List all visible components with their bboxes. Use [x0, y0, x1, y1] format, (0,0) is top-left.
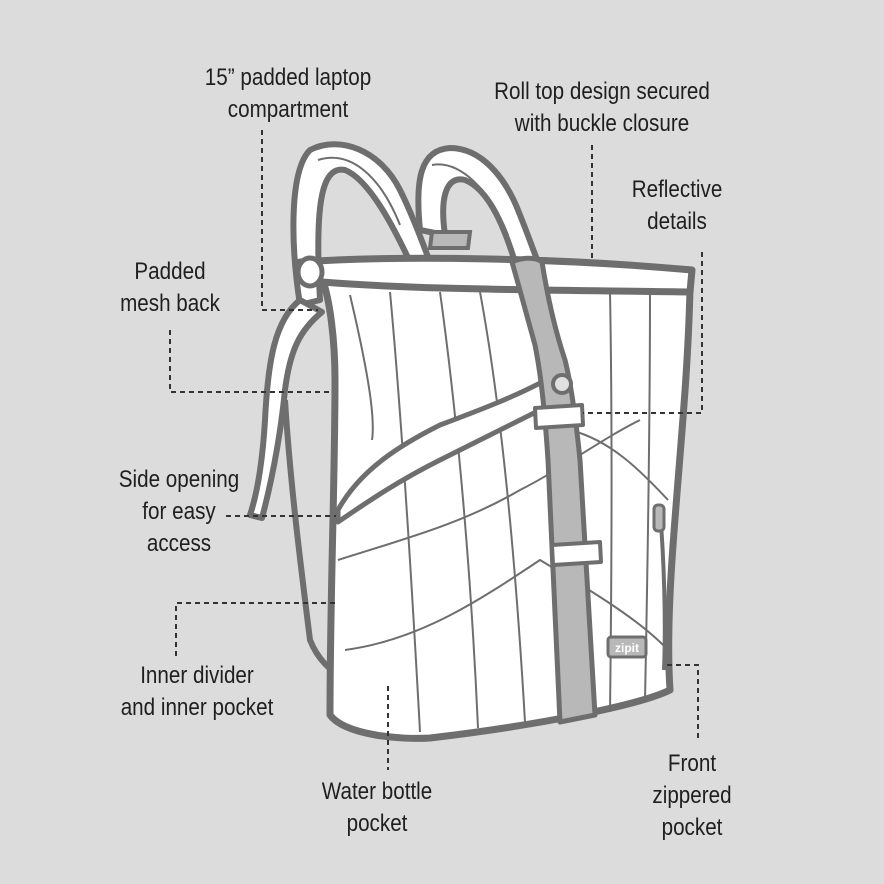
- brand-tag-text: zipit: [615, 641, 639, 655]
- back-panel-edge: [282, 399, 347, 683]
- callout-laptop-line2: compartment: [227, 96, 349, 123]
- callout-mesh-line2: mesh back: [120, 290, 220, 317]
- callout-reflective-line2: details: [647, 208, 707, 235]
- callout-reflective-details: Reflective details: [611, 174, 743, 238]
- strap-buckle: [427, 230, 473, 250]
- roll-top-end: [295, 255, 325, 289]
- left-shoulder-strap: [290, 141, 433, 308]
- callout-rolltop-line1: Roll top design secured: [494, 78, 710, 105]
- right-strap-stripe: [431, 163, 509, 236]
- strap-loop-lower: [550, 540, 603, 567]
- callout-inner-divider: Inner divider and inner pocket: [107, 660, 288, 724]
- callout-water-bottle-pocket: Water bottle pocket: [304, 776, 450, 840]
- strap-loop-upper: [533, 403, 585, 430]
- callout-front-line2: zippered: [652, 782, 732, 809]
- pocket-seam-1: [337, 419, 641, 561]
- roll-top: [295, 254, 696, 296]
- callout-bottle-line2: pocket: [346, 810, 408, 837]
- brand-tag-box: [606, 635, 648, 659]
- front-strap: [509, 255, 598, 725]
- leader-lines: [169, 130, 703, 770]
- strap-rivet: [551, 373, 573, 395]
- zipper-pull: [652, 503, 666, 533]
- leader-front: [667, 664, 699, 742]
- callout-front-zippered-pocket: Front zippered pocket: [635, 748, 749, 844]
- callout-bottle-line1: Water bottle: [321, 778, 433, 805]
- callout-front-line3: pocket: [661, 814, 723, 841]
- callout-divider-line1: Inner divider: [140, 662, 254, 689]
- leader-laptop: [261, 130, 318, 311]
- pocket-seam-3: [569, 429, 669, 501]
- callout-rolltop-line2: with buckle closure: [514, 110, 690, 137]
- leader-mesh: [169, 330, 330, 393]
- left-strap-stripe: [317, 156, 401, 226]
- side-strap: [247, 297, 325, 521]
- callout-reflective-line1: Reflective: [631, 176, 723, 203]
- callout-laptop-compartment: 15” padded laptop compartment: [181, 62, 396, 126]
- callout-padded-mesh-back: Padded mesh back: [106, 256, 233, 320]
- callout-side-line2: for easy: [142, 498, 216, 525]
- backpack-body: [318, 274, 694, 742]
- callout-mesh-line1: Padded: [134, 258, 206, 285]
- callout-front-line1: Front: [667, 750, 717, 777]
- callout-laptop-line1: 15” padded laptop: [204, 64, 372, 91]
- callout-side-line3: access: [146, 530, 212, 557]
- callout-divider-line2: and inner pocket: [120, 694, 274, 721]
- pocket-seam-2: [344, 558, 669, 651]
- callout-side-opening: Side opening for easy access: [106, 464, 252, 560]
- callout-roll-top: Roll top design secured with buckle clos…: [482, 76, 721, 140]
- callout-side-line1: Side opening: [118, 466, 240, 493]
